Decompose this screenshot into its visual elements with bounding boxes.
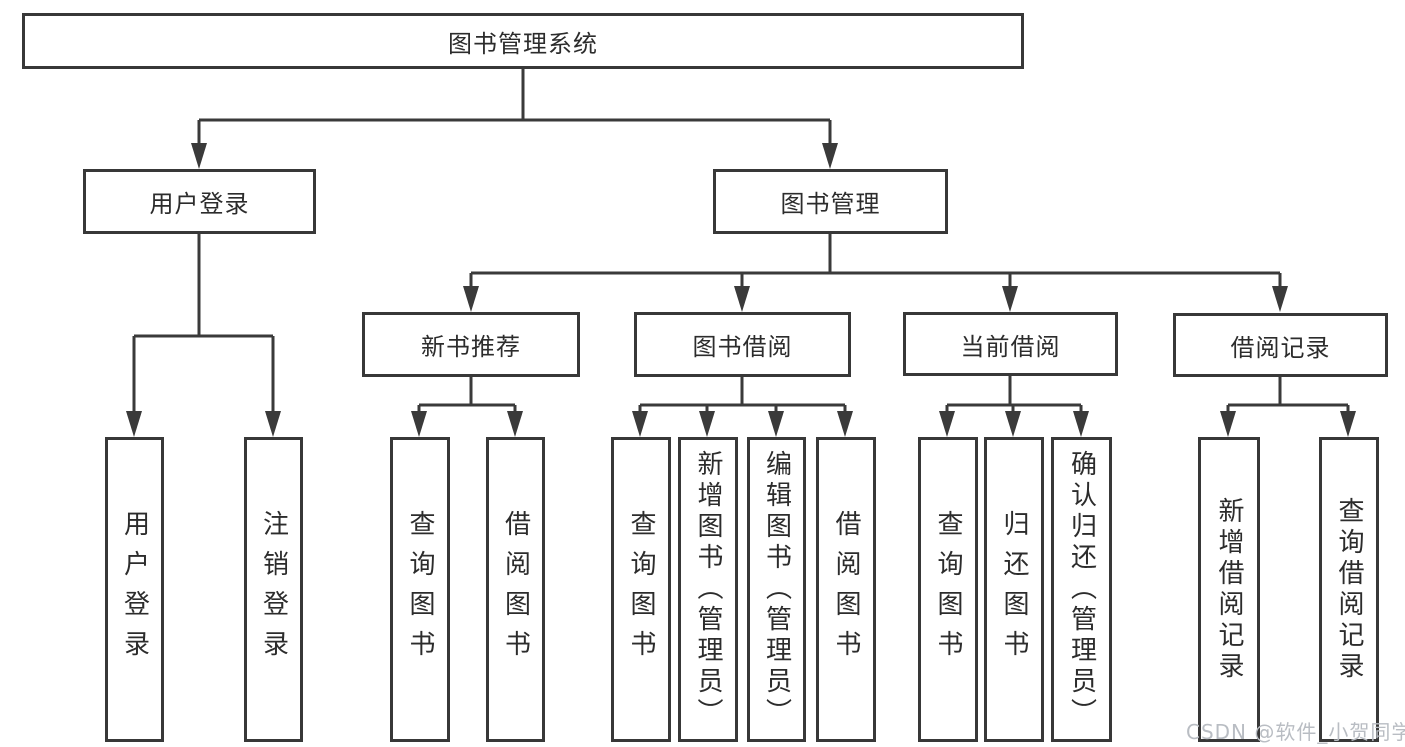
arrow-icon xyxy=(632,411,648,437)
connector-records-leaves xyxy=(1226,376,1350,412)
leaf-label: 归还图书 xyxy=(999,509,1029,670)
arrow-icon xyxy=(463,286,479,312)
leaf-borrow-books-recommend: 借阅图书 xyxy=(486,437,545,742)
leaf-label: 查询图书 xyxy=(626,509,656,670)
arrow-icon xyxy=(837,411,853,437)
node-label: 图书管理 xyxy=(780,190,881,218)
leaf-query-books-current: 查询图书 xyxy=(918,437,978,742)
leaf-logout: 注销登录 xyxy=(244,437,303,742)
node-label: 借阅记录 xyxy=(1230,333,1331,362)
leaf-label: 借阅图书 xyxy=(831,509,861,670)
node-book-borrowing: 图书借阅 xyxy=(634,312,851,377)
leaf-label: 注销登录 xyxy=(258,509,289,670)
connector-root-level2 xyxy=(197,68,832,144)
connector-current-leaves xyxy=(945,375,1083,412)
arrow-icon xyxy=(1340,411,1356,437)
leaf-edit-books-admin: 编辑图书（管理员） xyxy=(747,437,806,742)
node-current-borrowing: 当前借阅 xyxy=(903,312,1118,376)
leaf-label: 查询借阅记录 xyxy=(1334,496,1364,683)
arrow-icon xyxy=(1073,411,1089,437)
arrow-icon xyxy=(411,411,427,437)
leaf-user-login: 用户登录 xyxy=(105,437,164,742)
leaf-label: 新增图书（管理员） xyxy=(693,450,723,729)
leaf-query-books-borrowing: 查询图书 xyxy=(611,437,671,742)
arrow-icon xyxy=(822,143,838,169)
leaf-add-books-admin: 新增图书（管理员） xyxy=(678,437,738,742)
node-borrowing-records: 借阅记录 xyxy=(1173,313,1388,377)
node-label: 图书借阅 xyxy=(692,333,793,361)
node-user-login: 用户登录 xyxy=(83,169,316,234)
watermark: CSDN @软件_小贺同学 xyxy=(1186,720,1405,744)
connector-bookmgmt-level3 xyxy=(469,233,1282,287)
arrow-icon xyxy=(507,411,523,437)
leaf-query-books-recommend: 查询图书 xyxy=(390,437,450,742)
node-label: 当前借阅 xyxy=(960,332,1061,361)
node-label: 新书推荐 xyxy=(421,333,521,361)
leaf-borrow-books-borrowing: 借阅图书 xyxy=(816,437,876,742)
arrow-icon xyxy=(1220,411,1236,437)
arrow-icon xyxy=(265,411,281,437)
arrow-icon xyxy=(939,411,955,437)
connector-borrowing-leaves xyxy=(638,376,847,412)
leaf-label: 新增借阅记录 xyxy=(1214,496,1244,683)
arrow-icon xyxy=(1005,411,1021,437)
leaf-add-borrow-record: 新增借阅记录 xyxy=(1198,437,1260,742)
leaf-confirm-return-admin: 确认归还（管理员） xyxy=(1051,437,1112,742)
leaf-query-borrow-record: 查询借阅记录 xyxy=(1319,437,1379,742)
arrow-icon xyxy=(734,286,750,312)
leaf-label: 用户登录 xyxy=(119,509,150,670)
arrow-icon xyxy=(191,143,207,169)
node-label: 用户登录 xyxy=(149,190,250,218)
arrow-icon xyxy=(126,411,142,437)
connector-userlogin-leaves xyxy=(132,233,275,412)
leaf-label: 编辑图书（管理员） xyxy=(761,450,792,729)
arrow-icon xyxy=(1272,286,1288,312)
node-book-management: 图书管理 xyxy=(713,169,948,234)
arrow-icon xyxy=(699,411,715,437)
connector-newbook-leaves xyxy=(417,376,517,412)
leaf-label: 查询图书 xyxy=(933,509,963,670)
arrow-icon xyxy=(768,411,784,437)
leaf-label: 借阅图书 xyxy=(500,509,531,670)
arrow-icon xyxy=(1002,286,1018,312)
leaf-label: 查询图书 xyxy=(405,509,435,670)
leaf-label: 确认归还（管理员） xyxy=(1066,450,1097,729)
node-new-book-recommend: 新书推荐 xyxy=(362,312,580,377)
leaf-return-books: 归还图书 xyxy=(984,437,1044,742)
node-root: 图书管理系统 xyxy=(22,13,1024,69)
node-label: 图书管理系统 xyxy=(448,29,598,58)
